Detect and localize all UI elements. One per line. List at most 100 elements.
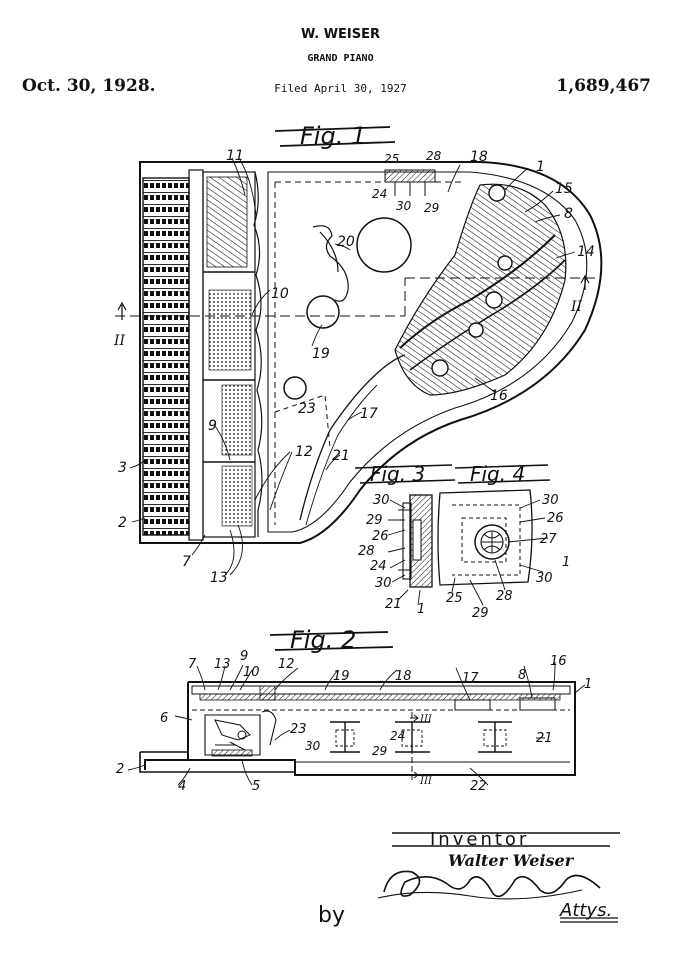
ref-fig2-18: 18 bbox=[395, 669, 412, 684]
ref-fig2-29: 29 bbox=[372, 744, 387, 758]
ref-fig3-29: 29 bbox=[366, 513, 383, 528]
figure-4-plan bbox=[437, 489, 549, 606]
ref-fig3-24: 24 bbox=[370, 559, 387, 574]
ref-fig1-17: 17 bbox=[360, 406, 378, 422]
attorneys-label: Attys. bbox=[559, 900, 612, 921]
ref-fig2-10: 10 bbox=[243, 665, 260, 680]
fig2-numerals: 7 13 9 10 12 19 18 17 8 16 1 6 23 24 30 … bbox=[116, 649, 592, 794]
fig3-label: Fig. 3 bbox=[354, 462, 456, 486]
filed-header: Filed April 30, 1927 bbox=[0, 82, 681, 95]
ref-fig1-14: 14 bbox=[577, 244, 595, 260]
ref-fig3-26: 26 bbox=[372, 529, 389, 544]
section-mark-left: II bbox=[113, 333, 126, 349]
ref-fig4-28: 28 bbox=[496, 589, 513, 604]
section-mark-bottom: III bbox=[419, 776, 433, 787]
ref-fig1-30: 30 bbox=[396, 199, 412, 213]
ref-fig1-28: 28 bbox=[426, 149, 442, 163]
ref-fig3-1: 1 bbox=[417, 602, 425, 617]
ref-fig1-29: 29 bbox=[424, 201, 439, 215]
ref-fig2-7: 7 bbox=[188, 657, 197, 672]
ref-fig4-30b: 30 bbox=[536, 571, 553, 586]
ref-fig2-16: 16 bbox=[550, 654, 567, 669]
fig4-numerals: 30 26 27 1 30 28 29 25 bbox=[446, 493, 570, 621]
ref-fig1-12: 12 bbox=[295, 444, 313, 460]
fig1-numerals: 11 25 28 18 1 15 24 30 29 8 20 14 10 19 … bbox=[118, 148, 595, 586]
ref-fig2-17: 17 bbox=[462, 671, 479, 686]
ref-fig4-26: 26 bbox=[547, 511, 564, 526]
ref-fig2-21: 21 bbox=[536, 731, 553, 746]
ref-fig3-30b: 30 bbox=[375, 576, 392, 591]
ref-fig1-19: 19 bbox=[312, 346, 330, 362]
inventor-label: Inventor bbox=[430, 829, 529, 850]
ref-fig3-21: 21 bbox=[385, 597, 402, 612]
ref-fig4-27: 27 bbox=[540, 532, 557, 547]
ref-fig2-23: 23 bbox=[290, 722, 307, 737]
figure-labels: Fig. 1 Fig. 2 Fig. 3 Fig. 4 bbox=[269, 122, 551, 654]
inventor-header: W. WEISER bbox=[0, 27, 681, 42]
ref-fig2-6: 6 bbox=[160, 711, 168, 726]
ref-fig2-9: 9 bbox=[240, 649, 248, 664]
patent-number-text: 1,689,467 bbox=[556, 76, 651, 96]
ref-fig1-7: 7 bbox=[182, 554, 191, 570]
ref-fig4-1: 1 bbox=[562, 555, 570, 570]
fig2-label: Fig. 2 bbox=[269, 626, 394, 654]
ref-fig2-12: 12 bbox=[278, 657, 295, 672]
ref-fig1-25: 25 bbox=[384, 152, 399, 166]
ref-fig1-23: 23 bbox=[298, 401, 316, 417]
section-mark-right: II bbox=[570, 299, 583, 315]
ref-fig1-11: 11 bbox=[226, 148, 244, 164]
fig3-text: Fig. 3 bbox=[370, 462, 425, 486]
inventor-header-text: W. WEISER bbox=[300, 27, 381, 42]
ref-fig2-19: 19 bbox=[333, 669, 350, 684]
date-header: Oct. 30, 1928. bbox=[22, 76, 156, 96]
inventor-name: Walter Weiser bbox=[448, 851, 575, 870]
ref-fig1-24: 24 bbox=[372, 187, 387, 201]
figure-3-section bbox=[387, 494, 433, 606]
ref-fig2-13: 13 bbox=[214, 657, 231, 672]
date-text: Oct. 30, 1928. bbox=[22, 76, 156, 96]
ref-fig1-13: 13 bbox=[210, 570, 228, 586]
ref-fig4-30a: 30 bbox=[542, 493, 559, 508]
title-text: GRAND PIANO bbox=[307, 53, 374, 64]
ref-fig3-30a: 30 bbox=[373, 493, 390, 508]
fig4-label: Fig. 4 bbox=[454, 462, 551, 486]
ref-fig2-22: 22 bbox=[470, 779, 487, 794]
fig2-text: Fig. 2 bbox=[290, 626, 356, 654]
ref-fig1-9: 9 bbox=[208, 418, 217, 434]
ref-fig1-10: 10 bbox=[271, 286, 289, 302]
ref-fig1-20: 20 bbox=[337, 234, 355, 250]
ref-fig1-15: 15 bbox=[555, 181, 573, 197]
fig4-text: Fig. 4 bbox=[470, 462, 525, 486]
ref-fig1-16: 16 bbox=[490, 388, 508, 404]
ref-fig2-1: 1 bbox=[584, 677, 592, 692]
section-marks: II II III III bbox=[113, 299, 583, 787]
figure-2-elevation bbox=[127, 661, 586, 786]
signature-block: Inventor Walter Weiser by Attys. bbox=[318, 829, 612, 928]
ref-fig2-4: 4 bbox=[178, 779, 186, 794]
ref-fig1-3: 3 bbox=[118, 460, 127, 476]
section-mark-top: III bbox=[419, 714, 433, 725]
ref-fig2-5: 5 bbox=[252, 779, 260, 794]
ref-fig4-29: 29 bbox=[472, 606, 489, 621]
ref-fig1-18: 18 bbox=[470, 149, 488, 165]
ref-fig1-2: 2 bbox=[118, 515, 127, 531]
ref-fig4-25: 25 bbox=[446, 591, 463, 606]
patent-number-header: 1,689,467 bbox=[556, 76, 651, 96]
ref-fig2-30: 30 bbox=[305, 739, 321, 753]
fig3-numerals: 30 29 26 28 24 30 21 1 bbox=[358, 493, 425, 617]
title-header: GRAND PIANO bbox=[0, 53, 681, 64]
filed-text: Filed April 30, 1927 bbox=[274, 82, 407, 95]
figure-1-plan-view bbox=[115, 157, 603, 576]
by-label: by bbox=[318, 903, 345, 928]
fig1-label: Fig. 1 bbox=[274, 122, 396, 150]
ref-fig1-8: 8 bbox=[564, 206, 573, 222]
fig1-text: Fig. 1 bbox=[300, 122, 366, 150]
ref-fig2-24: 24 bbox=[390, 729, 405, 743]
ref-fig2-2: 2 bbox=[116, 762, 124, 777]
ref-fig1-21: 21 bbox=[332, 448, 350, 464]
ref-fig1-1: 1 bbox=[536, 159, 545, 175]
ref-fig3-28: 28 bbox=[358, 544, 375, 559]
ref-fig2-8: 8 bbox=[518, 668, 526, 683]
